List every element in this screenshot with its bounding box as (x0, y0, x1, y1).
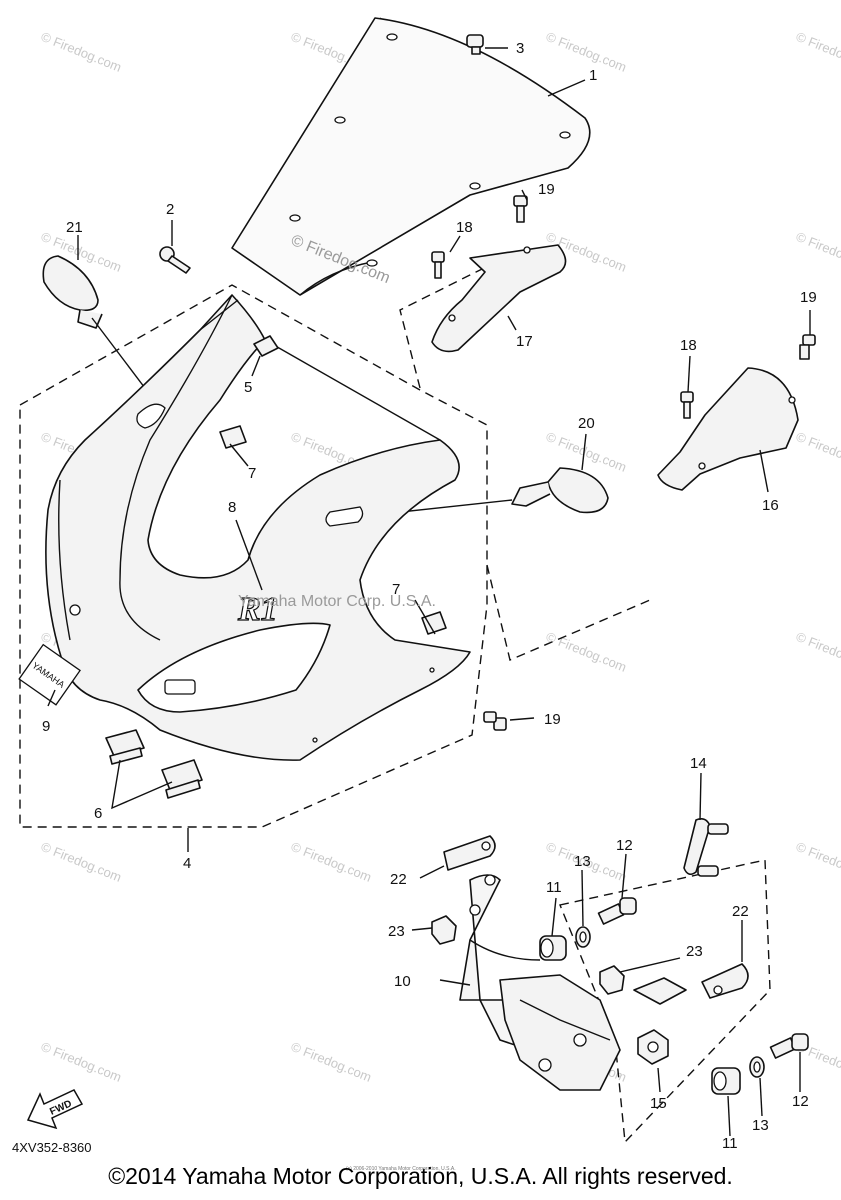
yamaha-emblem: YAMAHA (18, 643, 81, 706)
watermark-tile: © Firedog.com (39, 1039, 124, 1085)
side-panel-17 (431, 244, 567, 353)
watermark-tile: © Firedog.com (544, 29, 629, 75)
nut-15 (637, 1029, 669, 1065)
callout-12: 12 (792, 1093, 809, 1110)
grommets-6 (105, 729, 203, 799)
callout-2: 2 (166, 201, 174, 218)
callout-4: 4 (183, 855, 191, 872)
watermark-tile: © Firedog.com (39, 29, 124, 75)
screw-19-lower (799, 334, 816, 360)
callouts: 1 3 2 21 19 18 17 19 18 16 20 5 7 8 7 9 … (42, 40, 817, 1152)
side-panel-leader (399, 264, 491, 389)
watermark-center-yamaha: Yamaha Motor Corp. U.S.A. (238, 593, 436, 610)
callout-18: 18 (456, 219, 473, 236)
upper-fairing (45, 294, 471, 761)
washers-13 (575, 926, 765, 1078)
plates-22 (443, 835, 749, 999)
screw-3 (466, 34, 484, 55)
callout-5: 5 (244, 379, 252, 396)
mirror-21 (42, 255, 161, 409)
mirror-right-leader (486, 564, 651, 661)
screw-2 (159, 246, 191, 274)
fwd-arrow: FWD (26, 1089, 84, 1130)
watermark-tile: © Firedog.com (794, 429, 841, 475)
callout-19: 19 (544, 711, 561, 728)
callout-21: 21 (66, 219, 83, 236)
callout-11: 11 (722, 1135, 738, 1152)
clip-7-lower (421, 611, 447, 635)
screw-18-lower (680, 391, 694, 419)
callout-10: 10 (394, 973, 411, 990)
damper-11-upper (539, 935, 567, 961)
watermark-tile: © Firedog.com (794, 29, 841, 75)
callout-13: 13 (574, 853, 591, 870)
callout-13: 13 (752, 1117, 769, 1134)
stay-10 (459, 874, 621, 1091)
windshield (231, 17, 591, 296)
watermark-tile: © Firedog.com (544, 629, 629, 675)
nuts-23 (431, 915, 687, 1005)
side-panel-16 (657, 367, 799, 491)
r1-logo: R1 (236, 590, 278, 628)
callout-14: 14 (690, 755, 707, 772)
linkage-14 (683, 818, 729, 877)
callout-7: 7 (392, 581, 400, 598)
leader-lines (47, 47, 811, 1137)
clip-7-upper (219, 425, 247, 449)
clips (219, 335, 447, 635)
screws (159, 195, 816, 731)
callout-3: 3 (516, 40, 524, 57)
small-print: (c) 2006-2010 Yamaha Motor Corporation, … (346, 1166, 456, 1172)
watermark-tile: © Firedog.com (289, 839, 374, 885)
callout-1: 1 (589, 67, 597, 84)
callout-19: 19 (800, 289, 817, 306)
fairing-group-outline (19, 284, 488, 828)
callout-7: 7 (248, 465, 256, 482)
callout-11: 11 (546, 879, 562, 896)
callout-22: 22 (390, 871, 407, 888)
copyright-notice: ©2014 Yamaha Motor Corporation, U.S.A. A… (108, 1163, 733, 1189)
callout-18: 18 (680, 337, 697, 354)
watermark-tile: © Firedog.com (794, 839, 841, 885)
watermark-tile: © Firedog.com (794, 229, 841, 275)
callout-23: 23 (686, 943, 703, 960)
callout-17: 17 (516, 333, 533, 350)
screw-18-upper (431, 251, 445, 279)
watermark-tile: © Firedog.com (289, 1039, 374, 1085)
watermark-tile: © Firedog.com (794, 629, 841, 675)
callout-23: 23 (388, 923, 405, 940)
clip-5 (253, 335, 279, 357)
r1-logo-text: R1 (237, 591, 278, 628)
damper-11-lower (711, 1067, 741, 1095)
callout-20: 20 (578, 415, 595, 432)
callout-16: 16 (762, 497, 779, 514)
bolts-12 (597, 897, 809, 1059)
callout-19: 19 (538, 181, 555, 198)
callout-22: 22 (732, 903, 749, 920)
callout-12: 12 (616, 837, 633, 854)
callout-9: 9 (42, 718, 50, 735)
watermark-tile: © Firedog.com (39, 839, 124, 885)
screw-19-upper (513, 195, 528, 223)
diagram-code: 4XV352-8360 (12, 1140, 92, 1155)
screw-19-bottom (483, 711, 507, 731)
callout-6: 6 (94, 805, 102, 822)
callout-15: 15 (650, 1095, 667, 1112)
callout-8: 8 (228, 499, 236, 516)
